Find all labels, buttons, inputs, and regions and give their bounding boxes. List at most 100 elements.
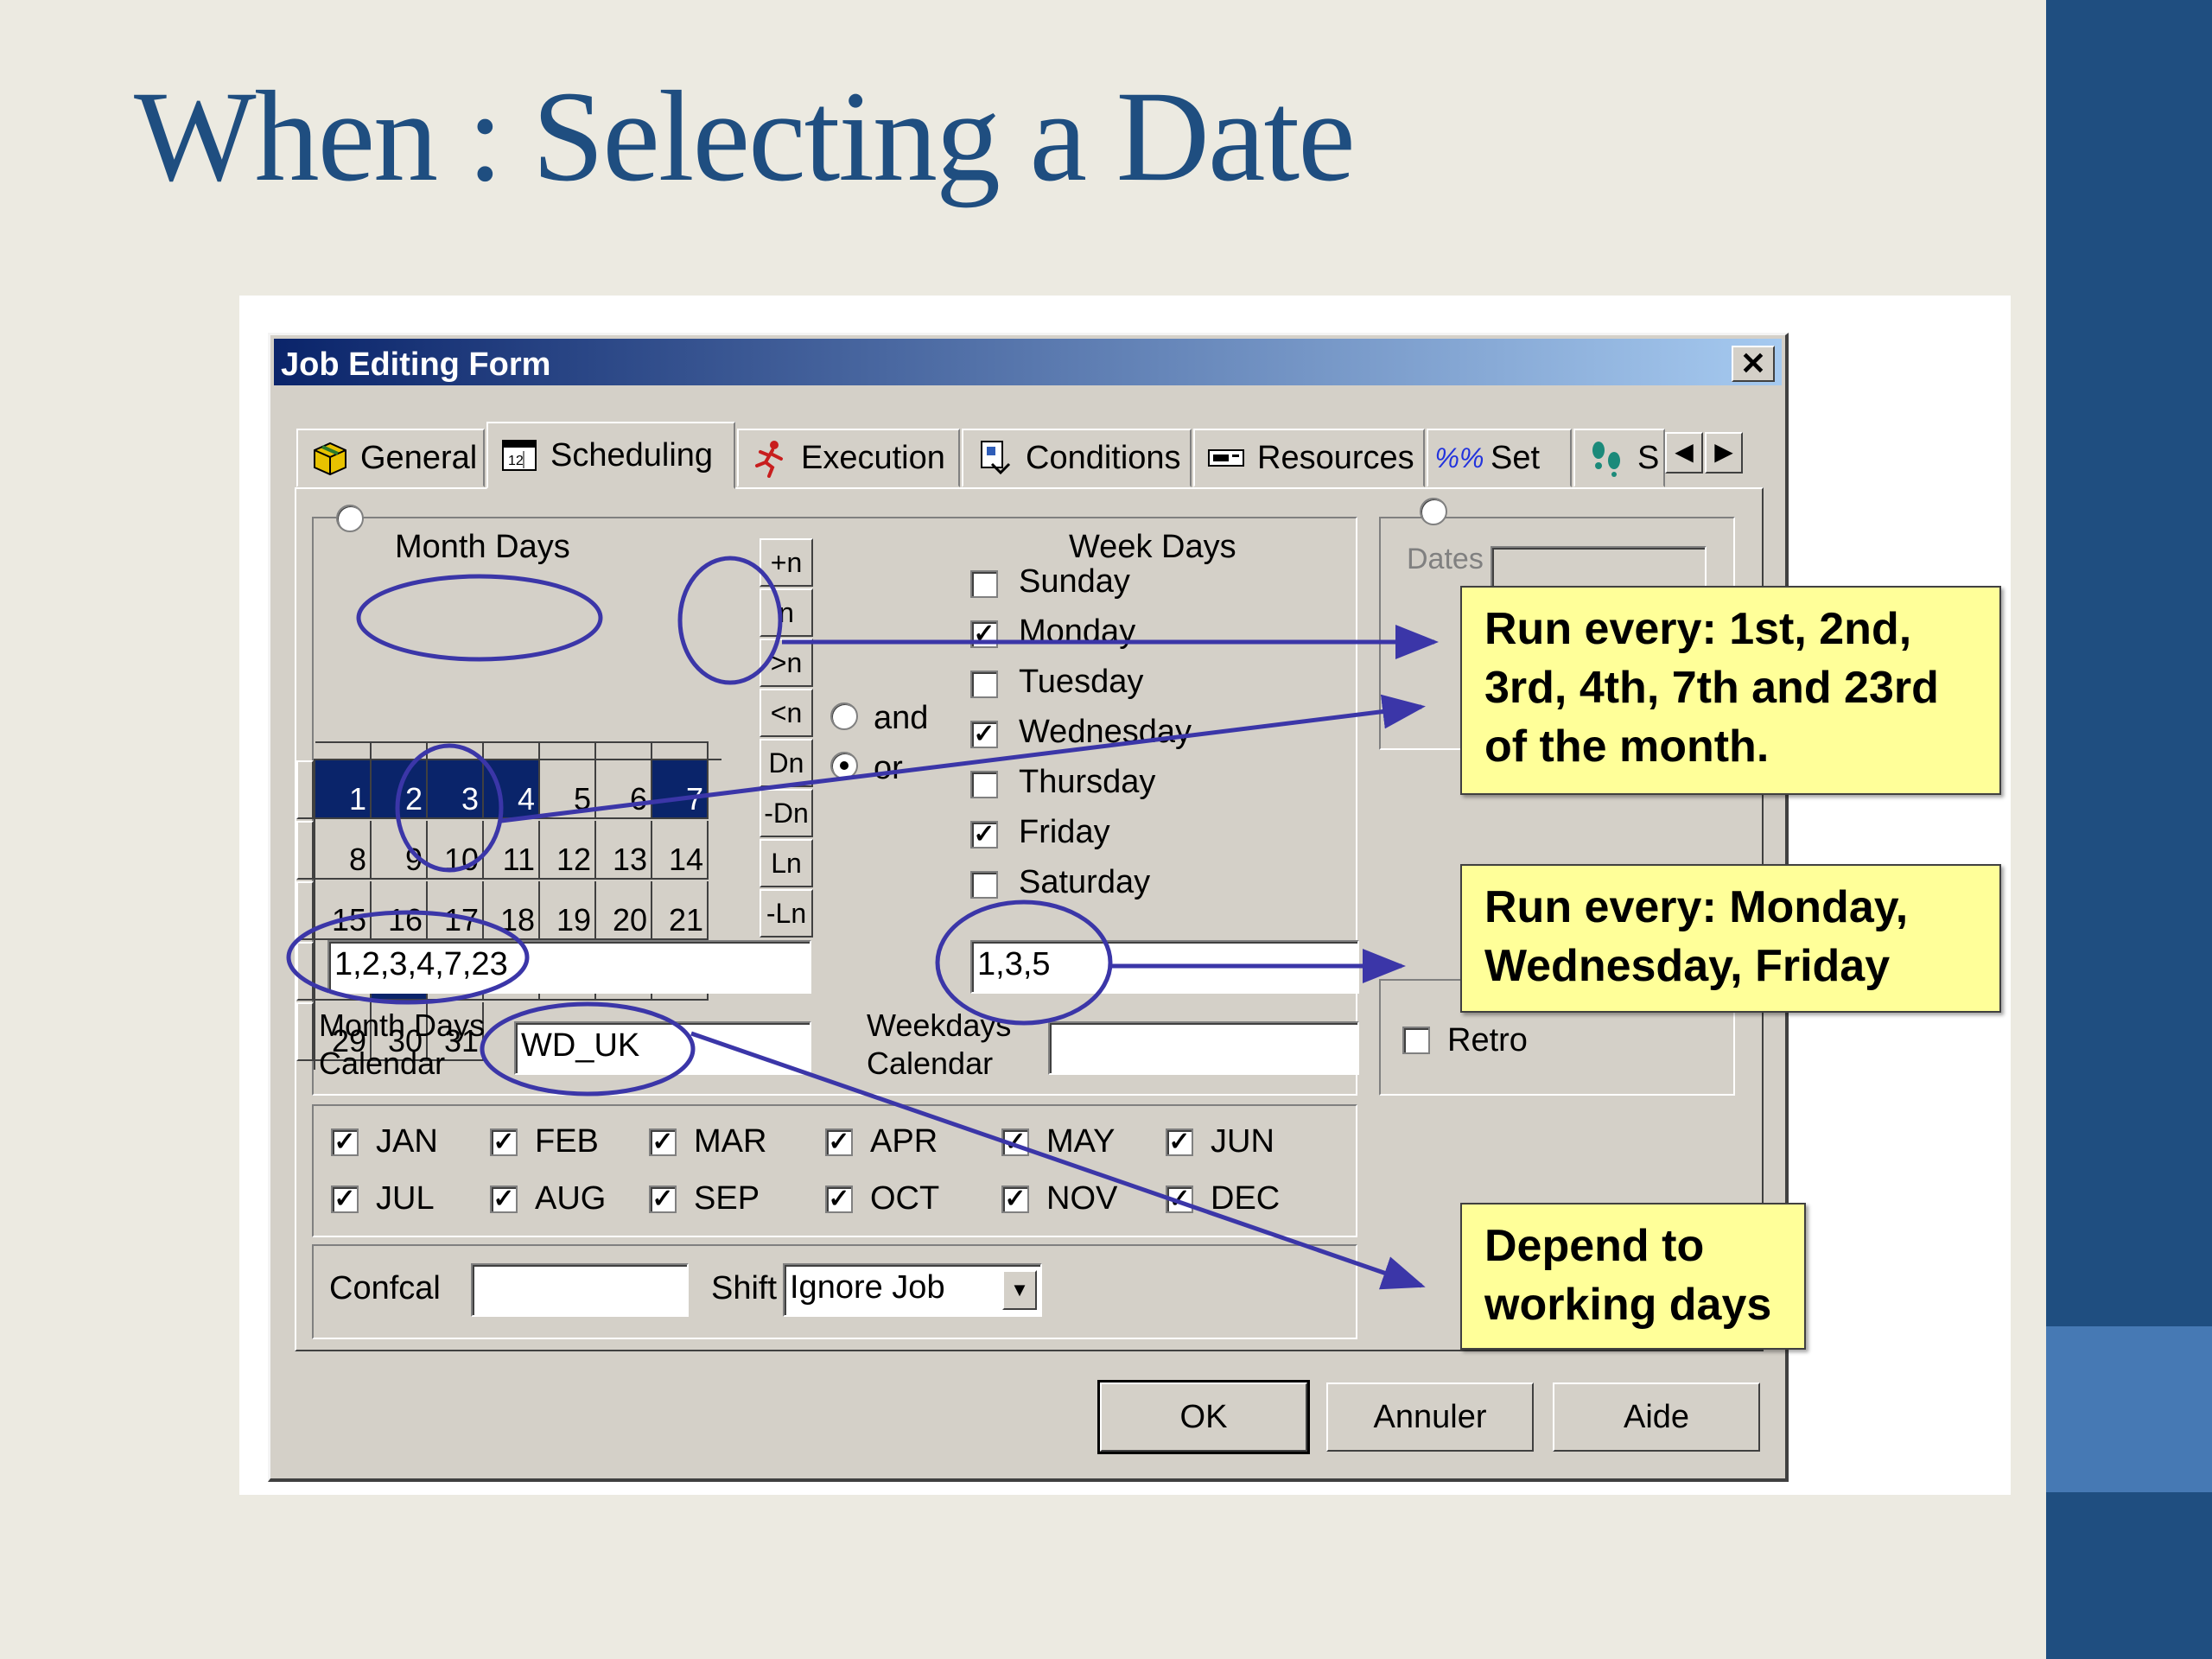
month-checkbox-nov[interactable]: ✓ — [1001, 1185, 1029, 1213]
calendar-day-cell[interactable]: 2 — [372, 760, 428, 819]
calendar-row-header[interactable] — [296, 760, 314, 819]
weekdays-calendar-field[interactable] — [1048, 1021, 1359, 1075]
calendar-column-header[interactable] — [428, 741, 484, 760]
cancel-button[interactable]: Annuler — [1326, 1382, 1534, 1452]
or-radio[interactable] — [830, 752, 858, 779]
close-button[interactable]: ✕ — [1732, 346, 1775, 382]
calendar-day-cell[interactable]: 29 — [315, 1002, 372, 1061]
arrow-right-icon: ▶ — [1714, 438, 1733, 465]
month-checkbox-aug[interactable]: ✓ — [490, 1185, 518, 1213]
calendar-column-header[interactable] — [372, 741, 428, 760]
month-days-calendar-field[interactable]: WD_UK — [514, 1021, 811, 1075]
month-checkbox-dec[interactable]: ✓ — [1166, 1185, 1193, 1213]
retro-checkbox[interactable] — [1402, 1027, 1430, 1054]
calendar-row-header[interactable] — [296, 942, 314, 1001]
calendar-day-cell[interactable]: 8 — [315, 821, 372, 880]
tab-scheduling[interactable]: 12 Scheduling — [486, 422, 735, 489]
calendar-day-cell[interactable]: 1 — [315, 760, 372, 819]
dates-field[interactable] — [1491, 546, 1707, 589]
tab-scroll-left-button[interactable]: ◀ — [1665, 432, 1703, 474]
month-checkbox-mar[interactable]: ✓ — [649, 1128, 677, 1156]
tab-conditions[interactable]: Conditions — [962, 429, 1192, 487]
calendar-row-header[interactable] — [296, 881, 314, 940]
weekday-checkbox-tuesday[interactable] — [970, 671, 998, 698]
shift-select-value: Ignore Job — [790, 1269, 945, 1306]
nav-minus-ln-button[interactable]: -Ln — [760, 889, 813, 938]
calendar-day-cell[interactable]: 18 — [484, 881, 540, 940]
weekday-label: Thursday — [1019, 764, 1156, 800]
nav-n-button[interactable]: n — [760, 588, 813, 637]
tab-resources[interactable]: Resources — [1193, 429, 1425, 487]
nav-minus-dn-button[interactable]: -Dn — [760, 789, 813, 837]
calendar-day-cell[interactable]: 30 — [372, 1002, 428, 1061]
week-days-label: Week Days — [1069, 529, 1236, 565]
month-days-calendar-label: Month Days — [319, 1007, 486, 1043]
days-mode-radio[interactable] — [336, 505, 364, 532]
dates-mode-radio[interactable] — [1420, 498, 1447, 525]
month-checkbox-apr[interactable]: ✓ — [825, 1128, 853, 1156]
tab-label: General — [360, 439, 478, 476]
weekday-checkbox-thursday[interactable] — [970, 771, 998, 798]
weekday-checkbox-friday[interactable]: ✓ — [970, 821, 998, 849]
nav-ln-button[interactable]: Ln — [760, 839, 813, 887]
weekday-checkbox-sunday[interactable] — [970, 570, 998, 598]
nav-less-n-button[interactable]: <n — [760, 689, 813, 737]
calendar-day-cell[interactable]: 9 — [372, 821, 428, 880]
tab-set[interactable]: %% Set — [1427, 429, 1572, 487]
tab-label: Scheduling — [550, 436, 714, 474]
weekday-checkbox-wednesday[interactable]: ✓ — [970, 721, 998, 748]
month-checkbox-sep[interactable]: ✓ — [649, 1185, 677, 1213]
ok-button[interactable]: OK — [1097, 1380, 1310, 1454]
callout-month-days: Run every: 1st, 2nd, 3rd, 4th, 7th and 2… — [1460, 586, 2001, 795]
calendar-day-cell[interactable]: 12 — [540, 821, 596, 880]
calendar-day-cell[interactable]: 10 — [428, 821, 484, 880]
tab-steps[interactable]: S — [1573, 429, 1665, 487]
calendar-day-cell[interactable]: 7 — [652, 760, 709, 819]
tab-general[interactable]: General — [296, 429, 485, 487]
chevron-down-icon[interactable]: ▼ — [1002, 1270, 1037, 1310]
calendar-day-cell[interactable]: 4 — [484, 760, 540, 819]
calendar-column-header[interactable] — [652, 741, 709, 760]
calendar-column-header[interactable] — [540, 741, 596, 760]
confcal-field[interactable] — [471, 1263, 689, 1317]
calendar-day-cell[interactable]: 3 — [428, 760, 484, 819]
calendar-row-header[interactable] — [296, 1002, 314, 1061]
calendar-column-header[interactable] — [484, 741, 540, 760]
calendar-day-cell[interactable]: 21 — [652, 881, 709, 940]
week-days-value-field[interactable]: 1,3,5 — [970, 940, 1359, 994]
month-checkbox-feb[interactable]: ✓ — [490, 1128, 518, 1156]
nav-plus-n-button[interactable]: +n — [760, 538, 813, 587]
nav-greater-n-button[interactable]: >n — [760, 639, 813, 687]
month-checkbox-oct[interactable]: ✓ — [825, 1185, 853, 1213]
calendar-day-cell[interactable]: 19 — [540, 881, 596, 940]
calendar-day-cell[interactable]: 20 — [596, 881, 652, 940]
conditions-icon — [974, 437, 1015, 479]
calendar-day-cell[interactable]: 11 — [484, 821, 540, 880]
month-checkbox-jul[interactable]: ✓ — [331, 1185, 359, 1213]
month-checkbox-jan[interactable]: ✓ — [331, 1128, 359, 1156]
month-days-value-field[interactable]: 1,2,3,4,7,23 — [327, 940, 811, 994]
help-button[interactable]: Aide — [1553, 1382, 1760, 1452]
tab-scroll-right-button[interactable]: ▶ — [1705, 432, 1743, 474]
calendar-row-header[interactable] — [296, 821, 314, 880]
weekday-checkbox-monday[interactable]: ✓ — [970, 620, 998, 648]
shift-select[interactable]: Ignore Job ▼ — [783, 1263, 1042, 1317]
calendar-day-cell[interactable]: 5 — [540, 760, 596, 819]
calendar-day-cell[interactable]: 13 — [596, 821, 652, 880]
weekday-checkbox-saturday[interactable] — [970, 871, 998, 899]
calendar-column-header[interactable] — [315, 741, 372, 760]
calendar-day-cell[interactable]: 16 — [372, 881, 428, 940]
calendar-day-cell[interactable]: 6 — [596, 760, 652, 819]
calendar-day-cell[interactable]: 15 — [315, 881, 372, 940]
month-label: AUG — [535, 1180, 607, 1217]
month-checkbox-jun[interactable]: ✓ — [1166, 1128, 1193, 1156]
callout-line: Run every: 1st, 2nd, — [1484, 604, 1912, 654]
calendar-column-header[interactable] — [596, 741, 652, 760]
month-checkbox-may[interactable]: ✓ — [1001, 1128, 1029, 1156]
calendar-day-cell[interactable]: 14 — [652, 821, 709, 880]
resources-icon — [1205, 437, 1247, 479]
nav-dn-button[interactable]: Dn — [760, 739, 813, 787]
tab-execution[interactable]: Execution — [737, 429, 960, 487]
calendar-day-cell[interactable]: 17 — [428, 881, 484, 940]
and-radio[interactable] — [830, 702, 858, 730]
